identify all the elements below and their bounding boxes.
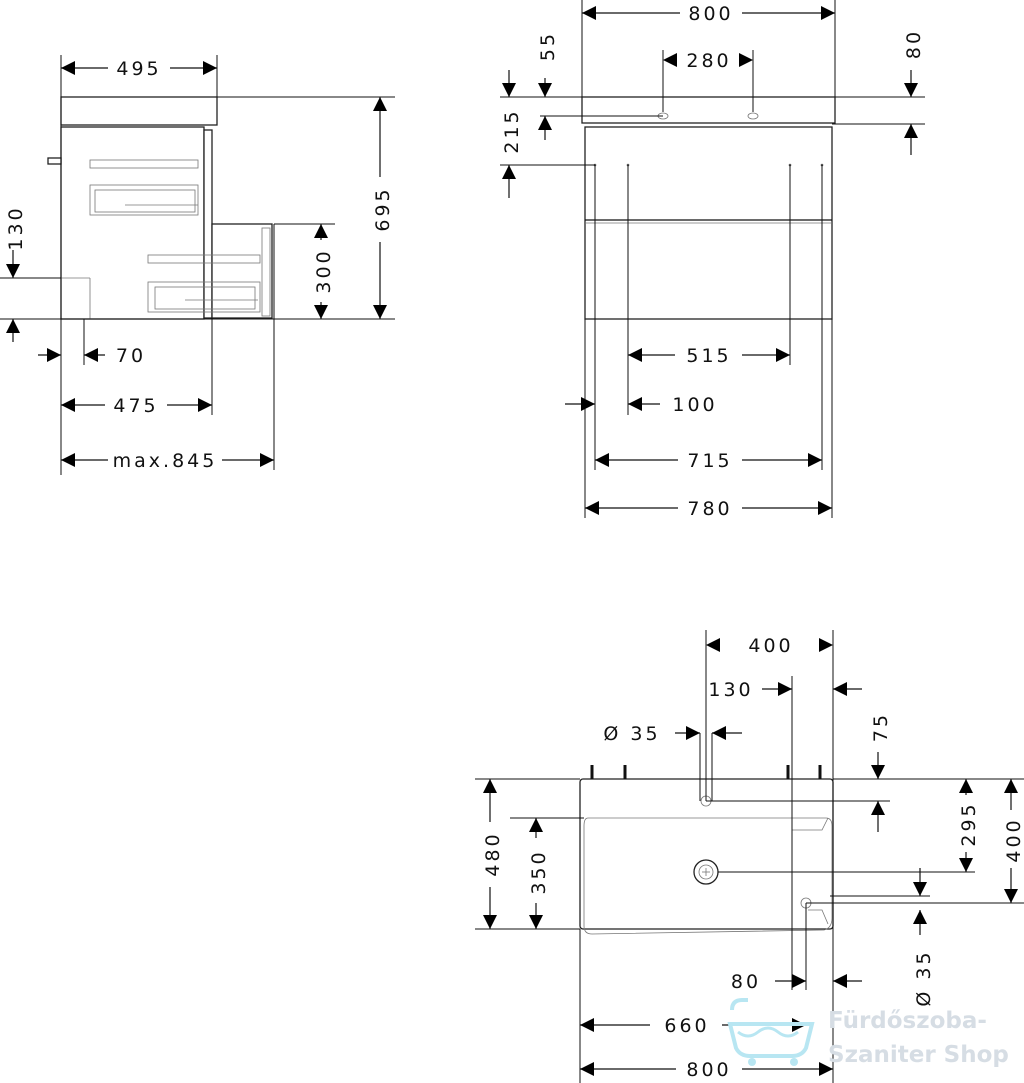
dim-front-515: 515 (628, 345, 790, 367)
dim-label: max.845 (113, 450, 218, 472)
front-cabinet-outline (581, 96, 836, 320)
watermark-line-2: Szaniter Shop (828, 1042, 1009, 1068)
dim-label: 400 (1003, 817, 1024, 862)
dim-label: 75 (870, 712, 892, 742)
dim-label: 300 (313, 248, 335, 293)
dim-front-280: 280 (663, 50, 753, 72)
dim-label: 280 (686, 50, 731, 72)
dim-label: 780 (687, 498, 732, 520)
dim-label: 80 (731, 971, 761, 993)
dim-side-475: 475 (61, 395, 212, 417)
dim-side-max845: max.845 (61, 450, 274, 472)
top-view: 400 130 Ø 35 75 48 (475, 630, 1024, 1083)
dim-top-dia35-overflow: Ø 35 (913, 868, 935, 1007)
dim-front-780: 780 (585, 498, 832, 520)
dim-top-480: 480 (482, 779, 504, 929)
dim-label: 495 (116, 58, 161, 80)
dim-label: 215 (501, 108, 523, 153)
dim-top-350: 350 (528, 818, 550, 929)
side-extension-lines (0, 55, 395, 475)
dim-label: 80 (903, 29, 925, 59)
dim-front-100: 100 (565, 394, 717, 416)
dim-front-715: 715 (595, 450, 822, 472)
dim-label: 715 (687, 450, 732, 472)
dim-front-215: 215 (501, 70, 523, 198)
dim-label: 695 (372, 186, 394, 231)
bathtub-logo-icon (727, 998, 815, 1066)
dim-label: 130 (5, 205, 27, 250)
lower-drawer-extended (147, 223, 273, 319)
dim-label: 660 (664, 1015, 709, 1037)
dim-front-55: 55 (537, 31, 559, 140)
dim-top-400: 400 (706, 635, 833, 657)
dim-label: 295 (958, 801, 980, 846)
dim-front-80: 80 (903, 29, 925, 155)
dim-side-495: 495 (61, 58, 217, 80)
dim-top-75: 75 (870, 712, 892, 832)
dim-label: 55 (537, 31, 559, 61)
dim-label: Ø 35 (603, 723, 660, 745)
dim-front-800: 800 (582, 3, 835, 25)
upper-drawer-internals (89, 159, 199, 216)
dim-side-695: 695 (372, 97, 394, 319)
dim-label: 350 (528, 849, 550, 894)
dim-label: 800 (688, 3, 733, 25)
dim-label: 480 (482, 831, 504, 876)
dim-label: 70 (116, 345, 146, 367)
dim-label: 800 (686, 1059, 731, 1081)
dim-side-300: 300 (313, 224, 335, 319)
dim-top-800: 800 (580, 1059, 833, 1081)
dim-top-80: 80 (731, 971, 862, 993)
front-view: 800 280 55 215 80 (500, 0, 925, 520)
side-view: 495 695 300 130 70 (0, 55, 395, 475)
dim-side-70: 70 (38, 345, 146, 367)
front-extension-lines (500, 0, 925, 518)
dim-top-295: 295 (958, 779, 980, 872)
dim-side-130: 130 (5, 205, 27, 342)
dim-top-dia35-tap: Ø 35 (603, 723, 742, 801)
dim-label: 515 (686, 345, 731, 367)
dim-label: 100 (672, 394, 717, 416)
watermark: Fürdőszoba- Szaniter Shop (724, 996, 1024, 1076)
side-cabinet-outline (47, 96, 218, 320)
dim-label: 130 (708, 679, 753, 701)
dim-label: 400 (748, 635, 793, 657)
dim-top-400-right: 400 (1003, 779, 1024, 903)
watermark-line-1: Fürdőszoba- (828, 1008, 987, 1034)
dim-top-130: 130 (708, 679, 862, 701)
dim-label: Ø 35 (913, 949, 935, 1006)
dim-label: 475 (113, 395, 158, 417)
top-extension-lines (475, 630, 1024, 1083)
